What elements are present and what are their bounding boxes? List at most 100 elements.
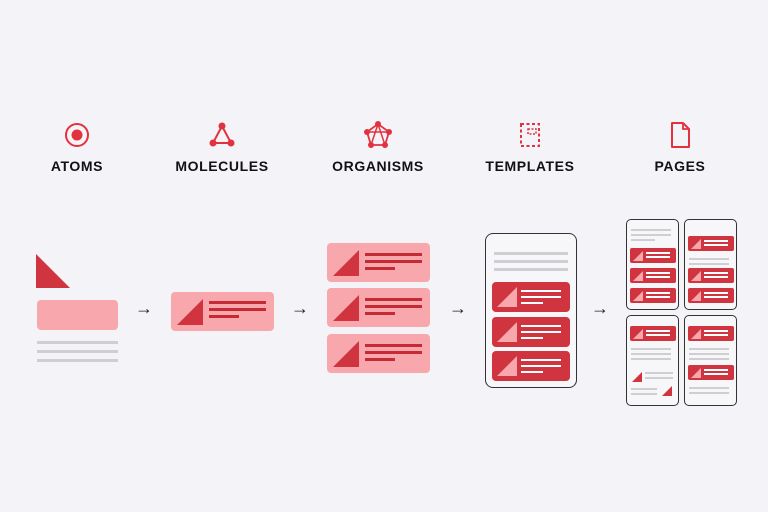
- page-phone: [684, 315, 737, 406]
- template-card-line: [521, 365, 561, 367]
- atom-line: [37, 341, 118, 344]
- atom-block: [37, 300, 118, 330]
- page-card-line: [704, 292, 728, 294]
- page-card-line: [704, 334, 728, 336]
- organism-line: [365, 351, 422, 354]
- page-triangle: [633, 251, 643, 261]
- molecule-card: [171, 292, 274, 331]
- atom-icon: [65, 123, 89, 147]
- page-card: [688, 288, 734, 303]
- organism-triangle: [333, 341, 359, 367]
- stage-label-molecules: MOLECULES: [175, 158, 269, 174]
- page-icon: [671, 122, 690, 148]
- template-card-line: [521, 325, 561, 327]
- page-card: [630, 268, 676, 283]
- page-card-line: [646, 252, 670, 254]
- page-phone: [626, 315, 679, 406]
- template-card-line: [521, 371, 543, 373]
- page-card: [630, 248, 676, 263]
- page-line: [631, 229, 671, 231]
- page-triangle: [691, 368, 701, 378]
- organism-line: [365, 253, 422, 256]
- organism-card: [327, 243, 430, 282]
- page-card-line: [646, 334, 670, 336]
- molecule-line: [209, 301, 266, 304]
- template-card-line: [521, 331, 561, 333]
- page-card-line: [704, 296, 728, 298]
- page-card-line: [646, 296, 670, 298]
- page-line: [631, 353, 671, 355]
- molecule-triangle: [177, 299, 203, 325]
- organism-icon: [364, 121, 392, 148]
- flow-arrow: →: [449, 298, 467, 318]
- stage-label-pages: PAGES: [654, 158, 706, 174]
- template-card-line: [521, 359, 561, 361]
- page-line: [631, 348, 671, 350]
- page-triangle: [691, 291, 701, 301]
- template-card-line: [521, 296, 561, 298]
- template-line: [494, 268, 568, 271]
- organism-triangle: [333, 295, 359, 321]
- template-line: [494, 252, 568, 255]
- template-card-line: [521, 302, 543, 304]
- page-triangle: [633, 329, 643, 339]
- page-line: [645, 372, 673, 374]
- page-triangle: [632, 372, 642, 382]
- page-phone: [626, 219, 679, 310]
- template-card: [492, 282, 570, 312]
- stage-label-templates: TEMPLATES: [485, 158, 575, 174]
- page-card-line: [704, 240, 728, 242]
- template-card: [492, 351, 570, 381]
- page-line: [689, 387, 729, 389]
- organism-line: [365, 305, 422, 308]
- page-card-line: [704, 276, 728, 278]
- page-line: [689, 258, 729, 260]
- page-card-line: [646, 292, 670, 294]
- page-card-line: [704, 330, 728, 332]
- template-card-line: [521, 290, 561, 292]
- page-card-line: [646, 272, 670, 274]
- page-triangle: [691, 271, 701, 281]
- template-triangle: [497, 322, 517, 342]
- page-line: [631, 234, 671, 236]
- template-triangle: [497, 356, 517, 376]
- organism-line: [365, 260, 422, 263]
- stage-label-organisms: ORGANISMS: [332, 158, 424, 174]
- flow-arrow: →: [135, 298, 153, 318]
- page-line: [631, 388, 657, 390]
- page-triangle: [633, 291, 643, 301]
- page-line: [689, 358, 729, 360]
- page-card-line: [646, 330, 670, 332]
- atom-line: [37, 350, 118, 353]
- molecule-line: [209, 308, 266, 311]
- page-card-line: [646, 256, 670, 258]
- atom-triangle: [36, 254, 70, 288]
- page-line: [689, 348, 729, 350]
- page-line: [631, 239, 655, 241]
- template-line: [494, 260, 568, 263]
- page-line: [689, 392, 729, 394]
- page-card-line: [646, 276, 670, 278]
- page-card: [688, 268, 734, 283]
- page-line: [689, 353, 729, 355]
- organism-card: [327, 334, 430, 373]
- page-card-line: [704, 369, 728, 371]
- page-card-line: [704, 244, 728, 246]
- organism-card: [327, 288, 430, 327]
- organism-line: [365, 358, 395, 361]
- page-triangle: [691, 239, 701, 249]
- page-line: [645, 377, 673, 379]
- page-triangle: [662, 386, 672, 396]
- template-card-line: [521, 337, 543, 339]
- page-triangle: [633, 271, 643, 281]
- page-phone: [684, 219, 737, 310]
- stage-label-atoms: ATOMS: [50, 158, 104, 174]
- organism-line: [365, 298, 422, 301]
- page-card: [630, 326, 676, 341]
- organism-line: [365, 267, 395, 270]
- template-phone: [485, 233, 577, 388]
- page-card-line: [704, 373, 728, 375]
- page-card: [688, 326, 734, 341]
- page-line: [631, 358, 671, 360]
- atom-line: [37, 359, 118, 362]
